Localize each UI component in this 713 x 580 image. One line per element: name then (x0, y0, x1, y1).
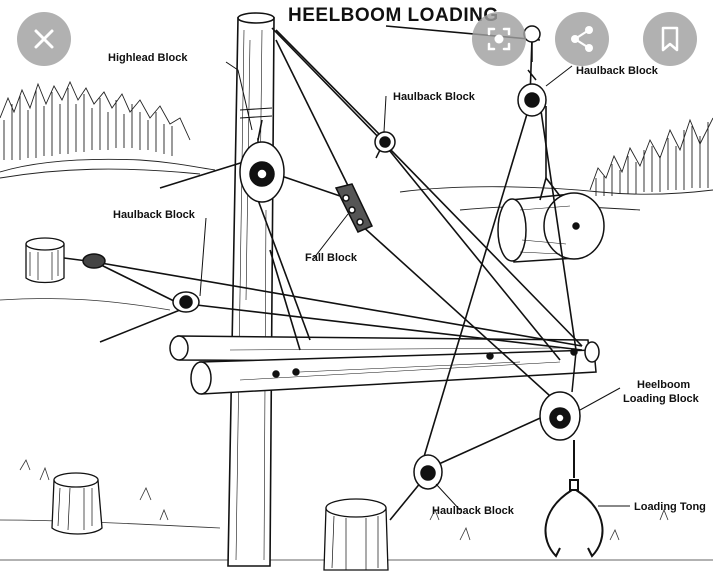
background-forest-left (0, 80, 216, 179)
share-button[interactable] (555, 12, 609, 66)
label-heelboom-line2: Loading Block (623, 393, 700, 405)
heelboom-loading-block (539, 351, 581, 441)
fall-block (334, 183, 374, 233)
rigging-lines (63, 25, 583, 521)
label-haulback-block-top-center: Haulback Block (393, 91, 476, 103)
stump-left (25, 237, 65, 284)
label-highlead-block: Highlead Block (108, 52, 188, 64)
stump-bottom-left (51, 472, 103, 535)
label-pointers (199, 61, 630, 511)
bookmark-button[interactable] (643, 12, 697, 66)
haulback-block-top-center (374, 131, 396, 159)
label-haulback-block-top-right: Haulback Block (576, 65, 659, 77)
diagram-title: HEELBOOM LOADING (288, 5, 499, 26)
heel-boom (169, 335, 600, 395)
highlead-block (239, 138, 285, 203)
bookmark-icon (661, 26, 679, 52)
label-haulback-block-bottom: Haulback Block (432, 505, 515, 517)
haulback-block-top-right (517, 25, 547, 117)
share-icon (571, 26, 593, 52)
label-fall-block: Fall Block (305, 252, 358, 264)
haulback-block-left (82, 253, 200, 313)
label-haulback-block-left: Haulback Block (113, 209, 196, 221)
label-heelboom-line1: Heelboom (637, 379, 690, 391)
loading-tong (544, 440, 604, 558)
lens-icon (487, 27, 511, 51)
haulback-block-bottom (413, 454, 443, 490)
close-icon (34, 29, 54, 49)
suspended-log (497, 192, 605, 263)
lens-button[interactable] (472, 12, 526, 66)
close-button[interactable] (17, 12, 71, 66)
label-loading-tong: Loading Tong (634, 501, 706, 513)
stump-bottom-center (323, 498, 389, 571)
